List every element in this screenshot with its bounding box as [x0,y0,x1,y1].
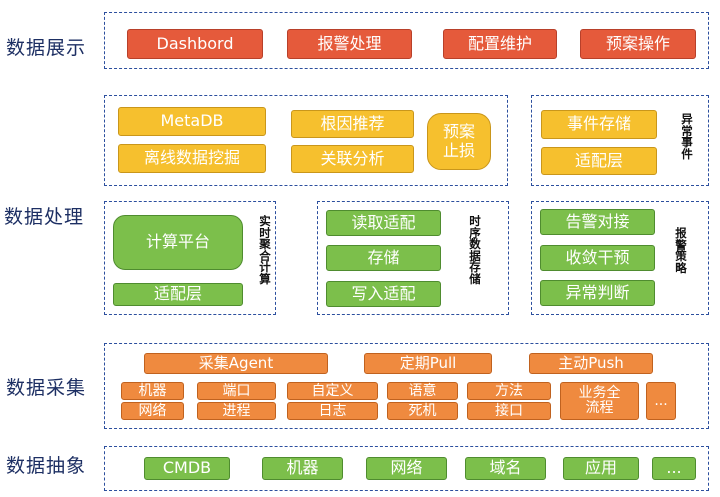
analysis-metadb: MetaDB [118,107,266,136]
collection-process: 进程 [197,402,276,420]
collection-more: ... [646,382,676,420]
alarm-frame [531,201,709,315]
abstraction-application: 应用 [563,457,639,480]
collection-log: 日志 [287,402,378,420]
realtime-title: 实时聚合计算 [259,214,271,286]
collection-semantic: 语意 [387,382,458,400]
collection-interface: 接口 [467,402,551,420]
analysis-offline-mining: 离线数据挖掘 [118,144,266,173]
realtime-adapter: 适配层 [113,283,243,306]
collection-custom: 自定义 [287,382,378,400]
collection-pull: 定期Pull [364,353,492,374]
abstraction-machine: 机器 [262,457,343,480]
timeseries-write-adapter: 写入适配 [326,281,441,307]
alarm-title: 报警策略 [675,226,687,275]
collection-machine: 机器 [121,382,184,400]
alarm-converge: 收敛干预 [540,245,655,271]
anomaly-title: 异常事件 [681,112,693,161]
label-data-display: 数据展示 [6,37,87,59]
anomaly-adapter: 适配层 [541,147,657,175]
abstraction-frame [104,446,709,491]
analysis-root-cause: 根因推荐 [291,110,414,138]
abstraction-cmdb: CMDB [144,457,230,480]
label-data-collection: 数据采集 [6,377,87,399]
timeseries-frame [317,201,509,315]
timeseries-read-adapter: 读取适配 [326,210,441,236]
anomaly-event-storage: 事件存储 [541,110,657,139]
collection-push: 主动Push [529,353,653,374]
label-data-abstraction: 数据抽象 [6,455,87,477]
collection-method: 方法 [467,382,551,400]
alarm-connect: 告警对接 [540,209,655,235]
abstraction-network: 网络 [366,457,447,480]
collection-crash: 死机 [387,402,458,420]
analysis-correlation: 关联分析 [291,145,414,173]
abstraction-domain: 域名 [465,457,546,480]
analysis-frame [104,95,508,186]
plan-stop-text: 预案止损 [442,122,475,160]
display-plan-operation: 预案操作 [580,29,696,59]
timeseries-storage: 存储 [326,245,441,271]
realtime-platform: 计算平台 [113,215,243,270]
display-config-maintenance: 配置维护 [443,29,557,59]
display-frame [104,12,709,69]
realtime-frame [104,201,276,315]
collection-frame [104,343,709,429]
abstraction-more: ... [652,457,696,480]
collection-port: 端口 [197,382,276,400]
timeseries-title: 时序数据存储 [469,214,481,286]
analysis-plan-stop: 预案止损 [427,113,491,170]
display-alarm-handling: 报警处理 [287,29,412,59]
alarm-judge: 异常判断 [540,280,655,306]
label-data-processing: 数据处理 [4,206,85,228]
collection-business-flow: 业务全流程 [560,382,639,420]
collection-network: 网络 [121,402,184,420]
anomaly-frame [531,95,709,186]
display-dashbord: Dashbord [127,29,263,59]
collection-agent: 采集Agent [144,353,328,374]
business-flow-text: 业务全流程 [578,384,621,416]
